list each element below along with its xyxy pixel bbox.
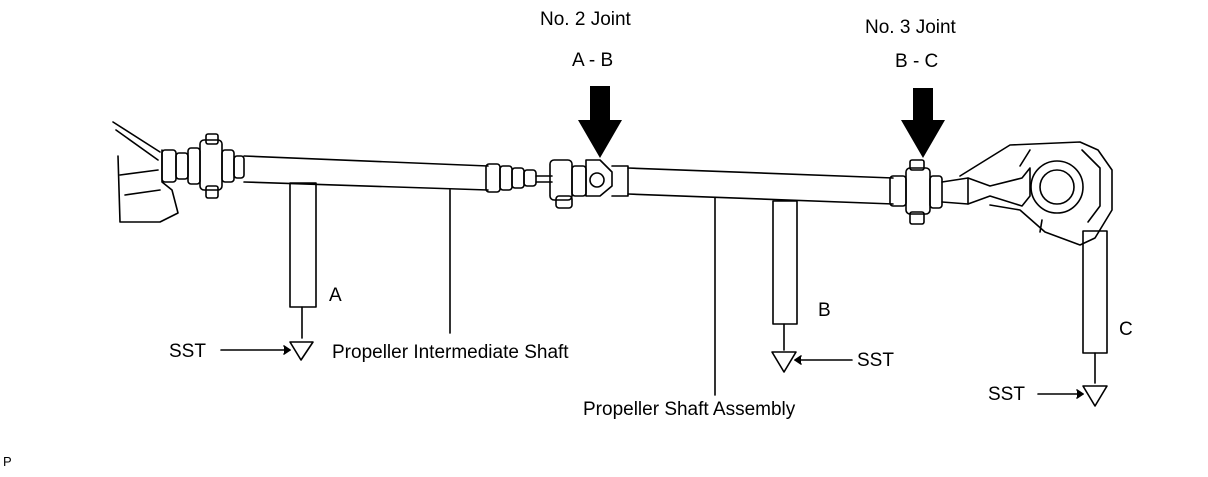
point-a-label: A — [329, 285, 342, 306]
no3-joint — [905, 159, 943, 225]
point-b-label: B — [818, 300, 831, 321]
no3-joint-title: No. 3 Joint — [865, 17, 956, 38]
stand-a — [220, 182, 317, 361]
no2-joint-subtitle: A - B — [572, 50, 614, 71]
intermediate-shaft-tube — [243, 155, 553, 193]
sst-a-label: SST — [169, 341, 206, 362]
sst-b-label: SST — [857, 350, 894, 371]
no2-joint-title: No. 2 Joint — [540, 9, 631, 30]
callout-lines — [449, 189, 716, 396]
intermediate-shaft-label: Propeller Intermediate Shaft — [332, 342, 569, 363]
transmission-housing — [112, 121, 179, 223]
arrow-no3-joint — [901, 88, 945, 158]
shaft-assembly-label: Propeller Shaft Assembly — [583, 399, 796, 420]
differential-housing — [941, 141, 1113, 246]
sst-c-label: SST — [988, 384, 1025, 405]
corner-mark: P — [3, 454, 12, 469]
joint-arrows — [578, 86, 945, 158]
shaft-assembly-tube — [627, 167, 907, 207]
no2-joint — [549, 159, 629, 209]
arrow-no2-joint — [578, 86, 622, 158]
no3-joint-subtitle: B - C — [895, 51, 939, 72]
front-flange-joint — [161, 133, 245, 199]
stand-b — [771, 200, 853, 373]
stand-c — [1037, 230, 1108, 407]
point-c-label: C — [1119, 319, 1133, 340]
